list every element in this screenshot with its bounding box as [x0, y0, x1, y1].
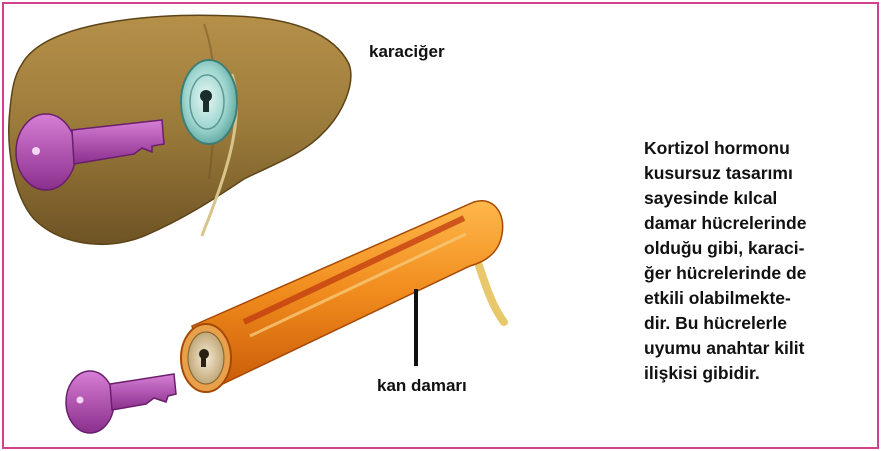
description-line: uyumu anahtar kilit: [644, 336, 874, 361]
description-line: Kortizol hormonu: [644, 136, 874, 161]
vessel-label: kan damarı: [377, 376, 467, 396]
liver-label: karaciğer: [369, 42, 445, 62]
description-line: kusursuz tasarımı: [644, 161, 874, 186]
description-line: olduğu gibi, karaci-: [644, 236, 874, 261]
description-line: ğer hücrelerinde de: [644, 261, 874, 286]
illustration: [4, 4, 624, 447]
lock-icon: [181, 60, 237, 144]
description-line: dir. Bu hücrelerle: [644, 311, 874, 336]
blood-vessel-illustration: [181, 201, 504, 392]
description-line: ilişkisi gibidir.: [644, 361, 874, 386]
key-icon: [66, 371, 176, 433]
description-line: damar hücrelerinde: [644, 211, 874, 236]
description-line: etkili olabilmekte-: [644, 286, 874, 311]
description-line: sayesinde kılcal: [644, 186, 874, 211]
description-text: Kortizol hormonu kusursuz tasarımı sayes…: [644, 136, 874, 386]
